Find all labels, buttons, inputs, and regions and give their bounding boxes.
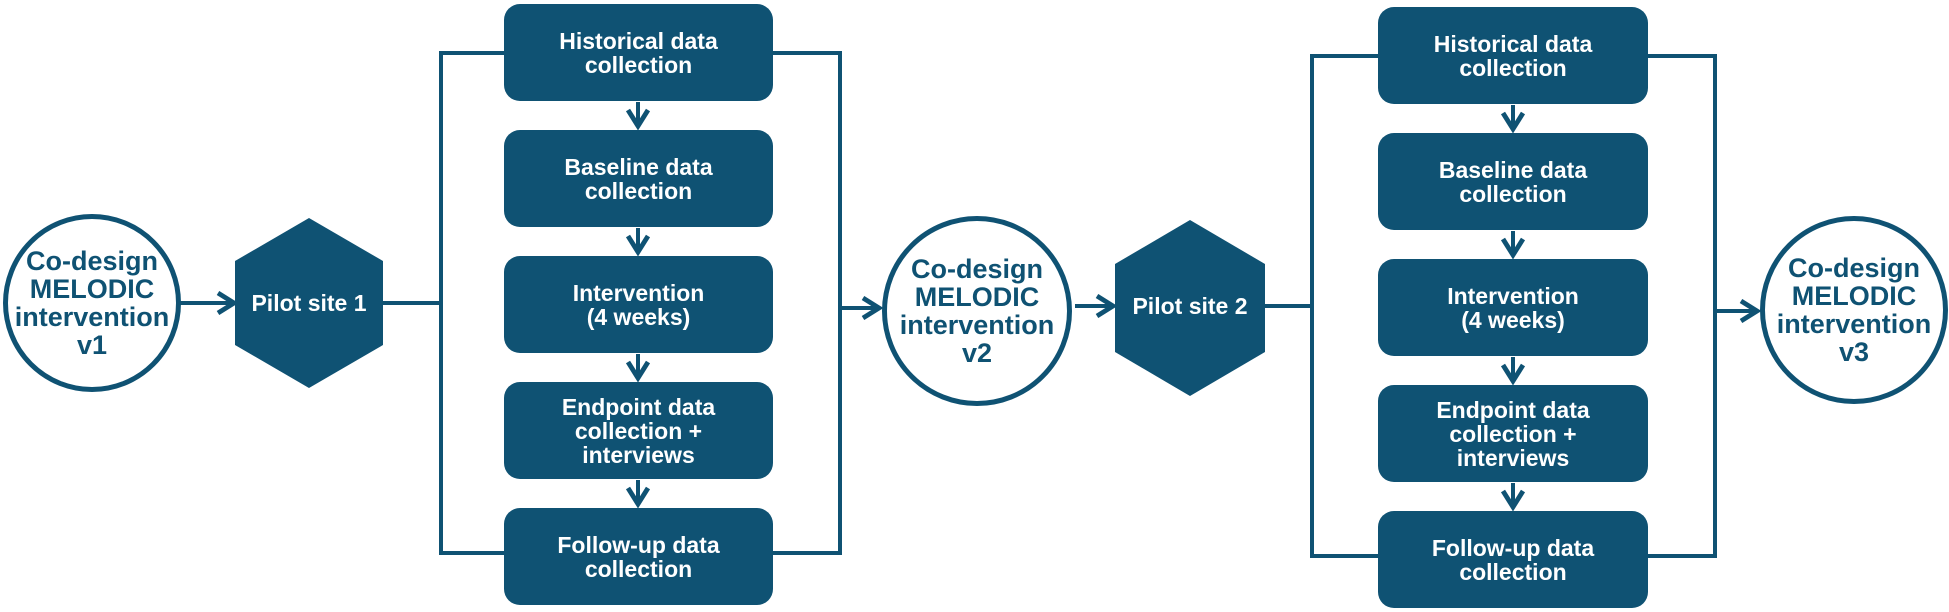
left-bracket-2: [1310, 54, 1378, 558]
step-label: Endpoint data collection + interviews: [561, 393, 716, 468]
codesign-v3-circle: Co-design MELODIC intervention v3: [1760, 216, 1948, 404]
step-label: Historical data collection: [1433, 30, 1593, 81]
step-label: Intervention (4 weeks): [572, 279, 705, 330]
step-box-followup-1: Follow-up data collection: [504, 508, 773, 605]
step-box-intervention-2: Intervention (4 weeks): [1378, 259, 1648, 356]
step-box-endpoint-2: Endpoint data collection + interviews: [1378, 385, 1648, 482]
step-box-followup-2: Follow-up data collection: [1378, 511, 1648, 608]
step-label: Endpoint data collection + interviews: [1436, 396, 1590, 471]
step-box-baseline-1: Baseline data collection: [504, 130, 773, 227]
step-box-baseline-2: Baseline data collection: [1378, 133, 1648, 230]
step-box-endpoint-1: Endpoint data collection + interviews: [504, 382, 773, 479]
right-bracket-1: [773, 51, 842, 555]
pilot-site-2-hexagon: [1115, 220, 1265, 396]
codesign-v3-label: Co-design MELODIC intervention v3: [1776, 253, 1932, 367]
step-label: Historical data collection: [559, 27, 718, 78]
step-box-intervention-1: Intervention (4 weeks): [504, 256, 773, 353]
left-bracket-1: [439, 51, 504, 555]
right-bracket-2: [1648, 54, 1717, 558]
pilot-site-1-hexagon: [235, 218, 383, 388]
step-label: Intervention (4 weeks): [1447, 282, 1579, 333]
codesign-v1-label: Co-design MELODIC intervention v1: [14, 246, 170, 360]
pilot-site-1-label: Pilot site 1: [251, 289, 367, 316]
codesign-v2-label: Co-design MELODIC intervention v2: [899, 254, 1055, 368]
pilot-site-2: Pilot site 2: [1115, 286, 1265, 326]
step-label: Baseline data collection: [564, 153, 713, 204]
pilot-site-1: Pilot site 1: [235, 283, 383, 323]
step-box-historical-2: Historical data collection: [1378, 7, 1648, 104]
codesign-v1-circle: Co-design MELODIC intervention v1: [3, 214, 181, 392]
codesign-v2-circle: Co-design MELODIC intervention v2: [882, 216, 1072, 406]
step-label: Follow-up data collection: [1431, 534, 1595, 585]
step-box-historical-1: Historical data collection: [504, 4, 773, 101]
step-label: Follow-up data collection: [557, 531, 720, 582]
step-label: Baseline data collection: [1438, 156, 1588, 207]
pilot-site-2-label: Pilot site 2: [1132, 292, 1248, 319]
